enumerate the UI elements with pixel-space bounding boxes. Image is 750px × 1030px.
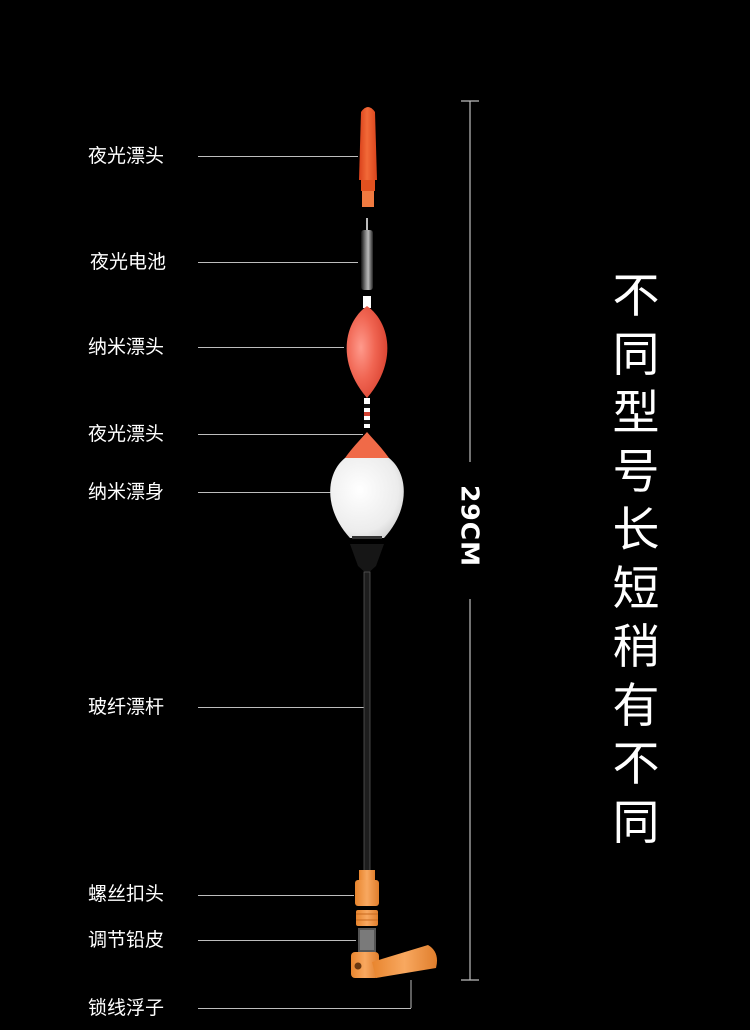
nano-body-part [330, 432, 404, 574]
side-title-char: 号 [605, 444, 667, 503]
side-title-char: 同 [605, 327, 667, 386]
lead-adjuster-part [358, 928, 376, 952]
side-title-char: 短 [605, 561, 667, 620]
side-title: 不 同 型 号 长 短 稍 有 不 同 [605, 268, 667, 853]
nano-tip-part [347, 296, 388, 428]
screw-head-part [355, 870, 379, 926]
side-title-char: 长 [605, 502, 667, 561]
side-title-char: 有 [605, 678, 667, 737]
side-title-char: 不 [605, 268, 667, 327]
night-battery-part [361, 218, 373, 290]
side-title-char: 不 [605, 736, 667, 795]
side-title-char: 稍 [605, 619, 667, 678]
length-dimension-text: 29CM [456, 485, 485, 567]
side-title-char: 型 [605, 385, 667, 444]
night-tip-top-part [359, 107, 377, 207]
side-title-char: 同 [605, 795, 667, 854]
fiberglass-stem-part [364, 572, 370, 872]
